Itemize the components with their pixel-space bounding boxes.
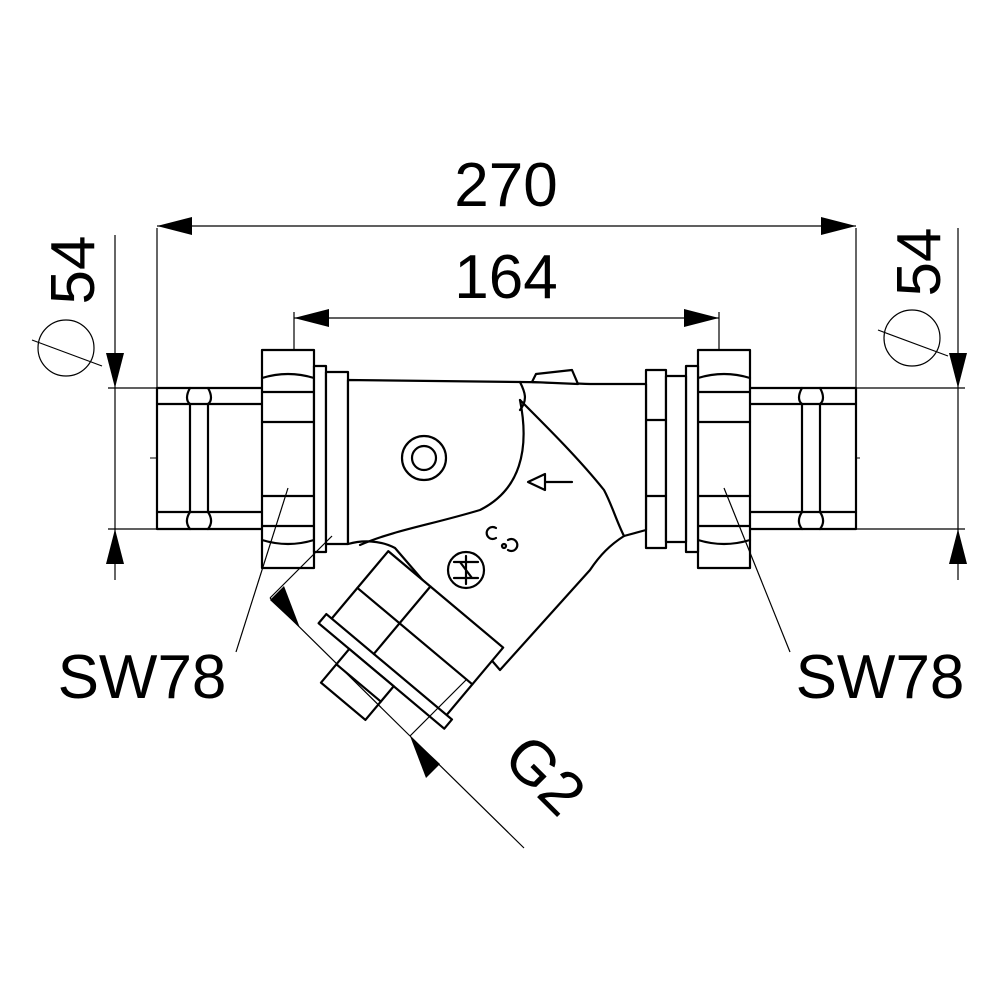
- left-union-nut: [260, 348, 350, 570]
- diameter-icon: [877, 309, 949, 367]
- left-diameter-label: 54: [39, 236, 108, 305]
- right-wrench-size-label: SW78: [796, 643, 965, 712]
- body-length-label: 164: [454, 243, 557, 312]
- gauge-port: [400, 434, 448, 482]
- left-press-fitting: [155, 386, 267, 531]
- right-press-fitting: [746, 386, 858, 531]
- certification-logo-icon: [446, 550, 486, 590]
- leader-left-wrench-size: SW78: [58, 487, 289, 712]
- dimension-overall-length: 270: [156, 151, 857, 388]
- strainer-body: [346, 368, 648, 672]
- dimension-body-length: 164: [293, 243, 720, 350]
- overall-length-label: 270: [454, 151, 557, 220]
- dimension-left-diameter: 54: [31, 235, 157, 580]
- right-union-nut: [644, 348, 752, 570]
- diameter-icon: [31, 319, 103, 377]
- dimension-right-diameter: 54: [856, 228, 967, 580]
- arrow-left-icon: [526, 472, 574, 492]
- right-diameter-label: 54: [885, 228, 954, 297]
- left-wrench-size-label: SW78: [58, 643, 227, 712]
- dvgw-mark-icon: [485, 525, 519, 553]
- drain-thread-label: G2: [491, 722, 598, 829]
- leader-right-wrench-size: SW78: [723, 487, 965, 712]
